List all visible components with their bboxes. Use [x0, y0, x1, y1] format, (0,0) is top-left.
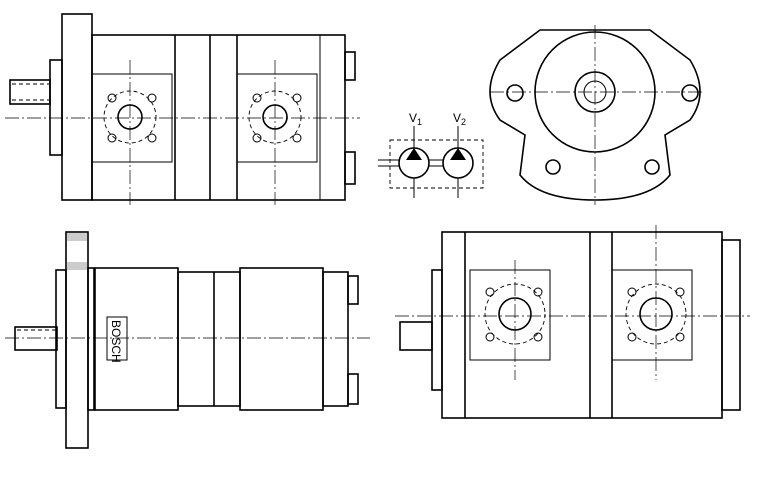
bottom-right-view: [395, 225, 750, 419]
brand-label: BOSCH: [109, 320, 123, 363]
bottom-side-view: BOSCH: [5, 231, 370, 449]
v1-label: V1: [409, 111, 422, 127]
top-side-view: [5, 13, 360, 205]
hydraulic-symbol: V1 V2: [378, 111, 484, 198]
front-view: [489, 25, 705, 205]
v2-label: V2: [453, 111, 466, 127]
